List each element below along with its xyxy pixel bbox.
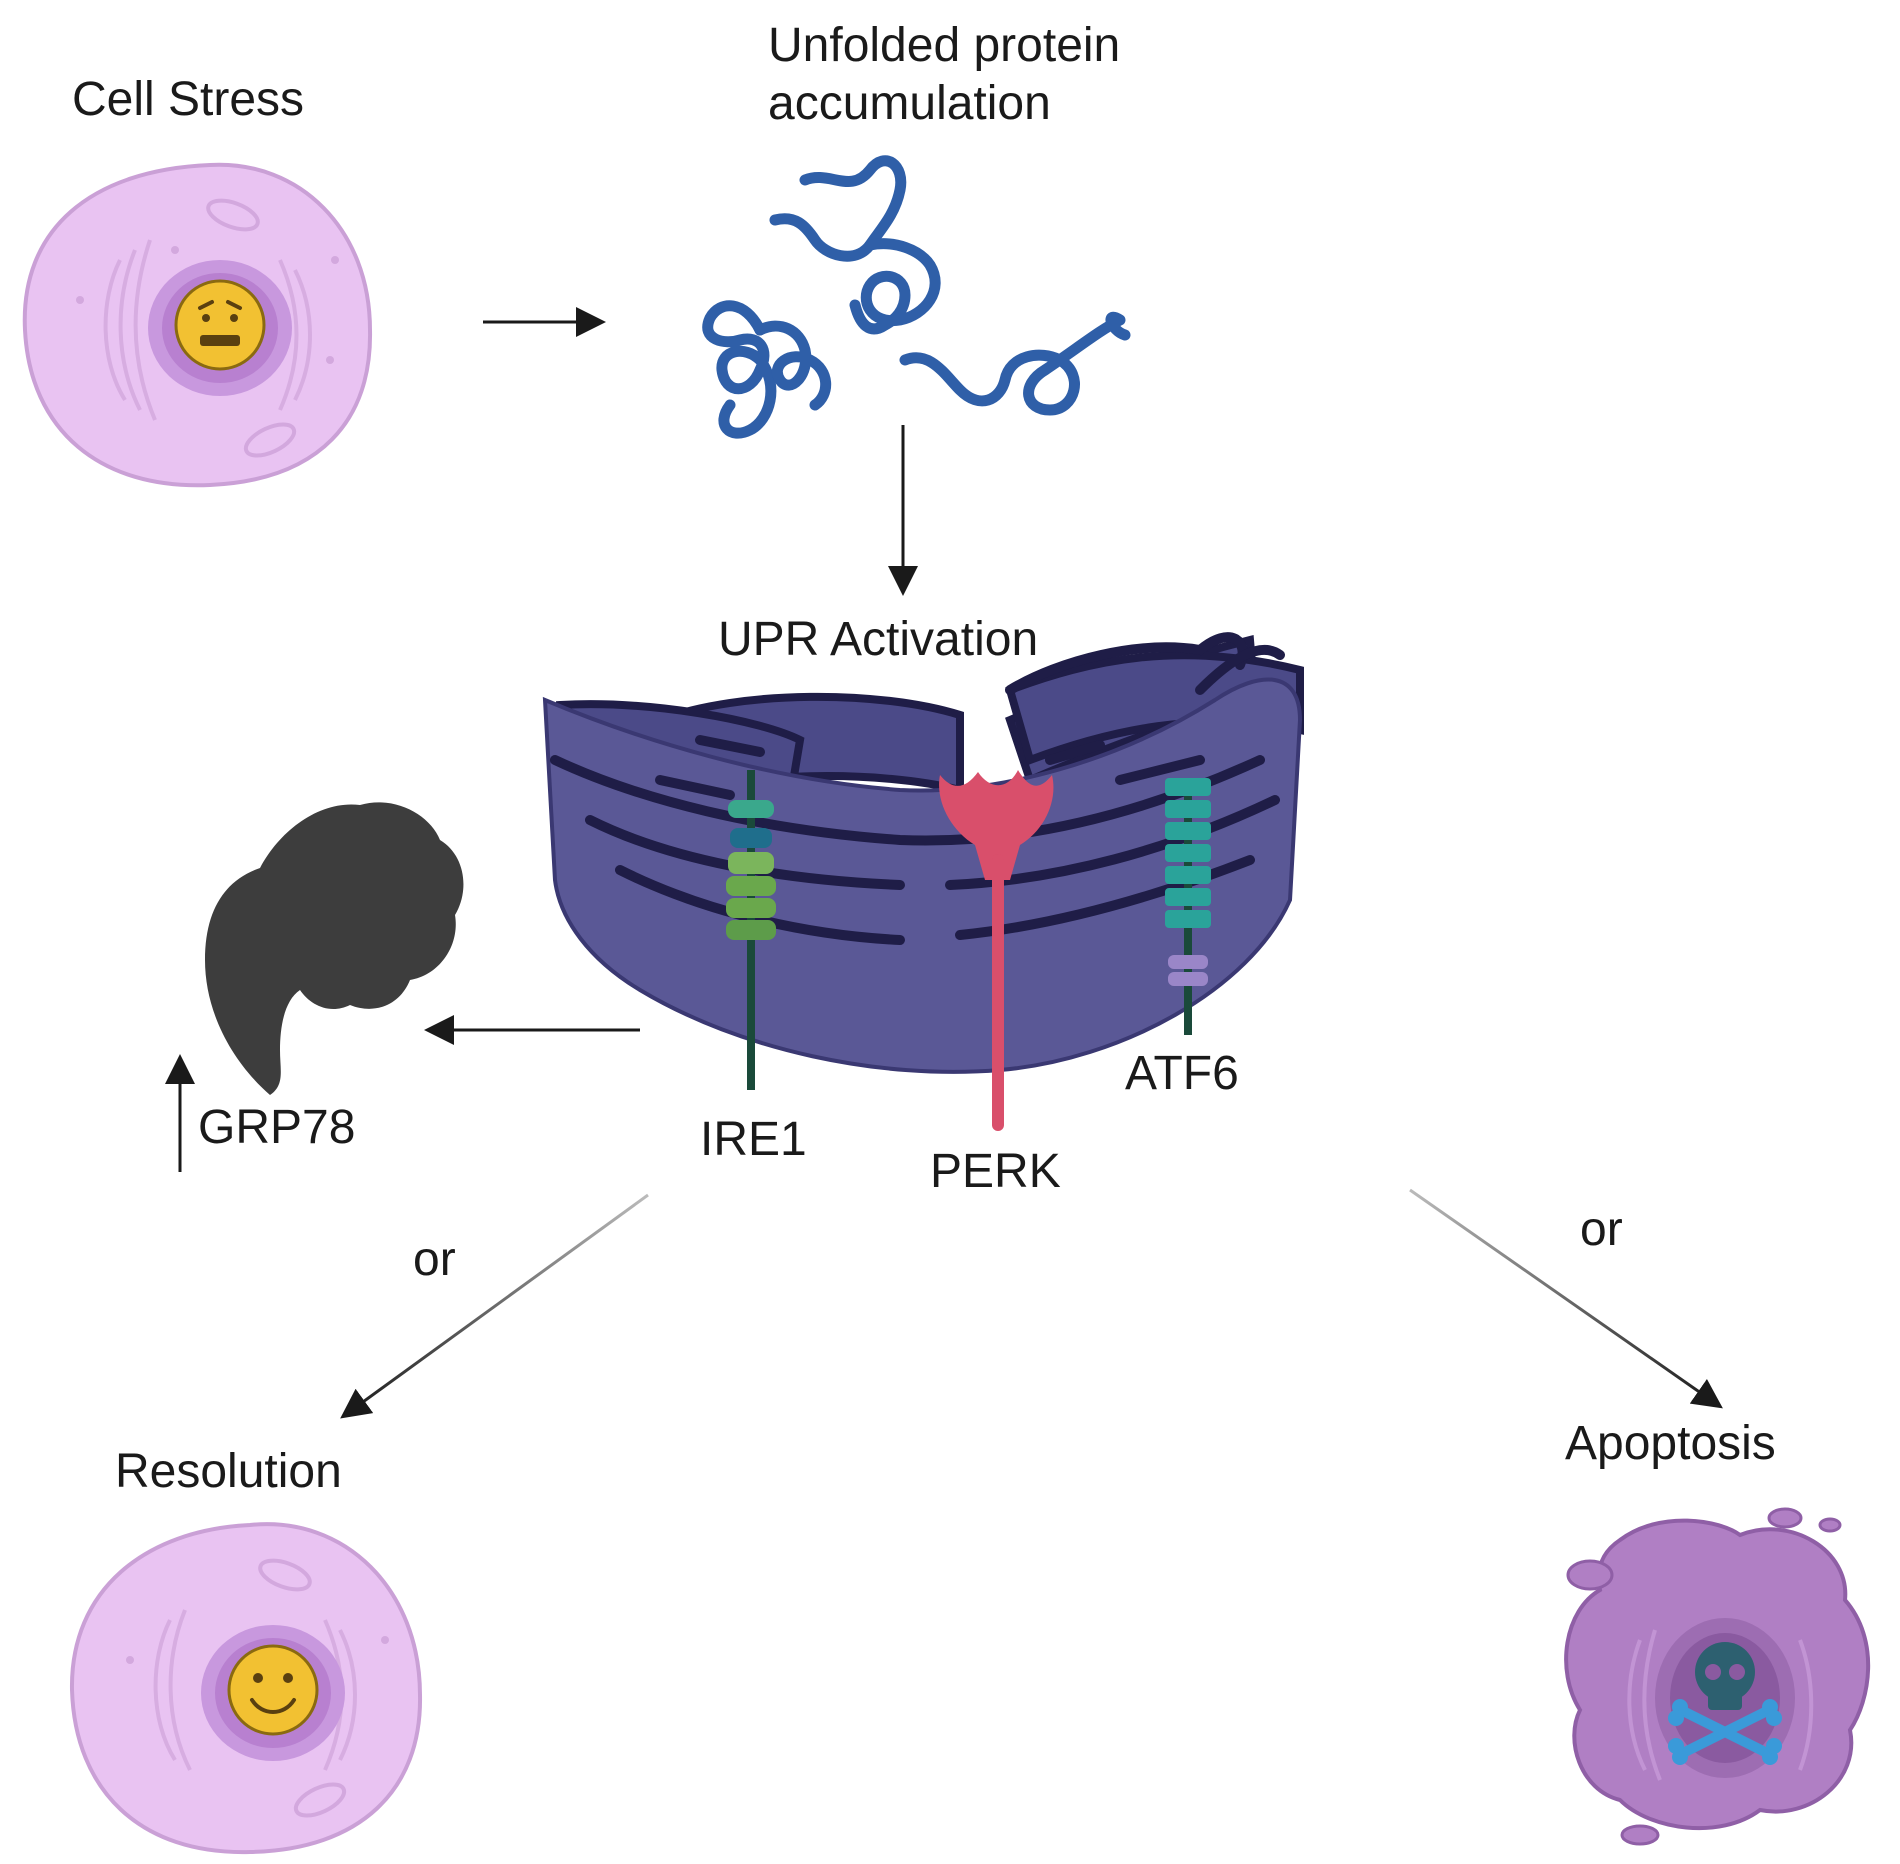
arrow-to-resolution [340, 1193, 649, 1419]
label-unfolded-protein-line2: accumulation [768, 77, 1051, 130]
unfolded-protein-icon [702, 155, 1131, 439]
label-atf6: ATF6 [1125, 1047, 1239, 1100]
arrow-to-apoptosis [1409, 1188, 1723, 1409]
perk-receptor-icon [939, 770, 1054, 1131]
grp78-chaperone-icon [205, 802, 464, 1095]
label-ire1: IRE1 [700, 1113, 807, 1166]
label-upr-activation: UPR Activation [718, 613, 1039, 666]
label-or-right: or [1580, 1203, 1623, 1256]
atf6-receptor-icon [1165, 778, 1211, 1035]
healthy-cell-icon [69, 1522, 423, 1855]
label-apoptosis: Apoptosis [1565, 1417, 1776, 1470]
label-perk: PERK [930, 1145, 1061, 1198]
label-resolution: Resolution [115, 1445, 342, 1498]
label-unfolded-protein-line1: Unfolded protein [768, 19, 1121, 72]
apoptotic-cell-icon [1564, 1507, 1871, 1846]
label-or-left: or [413, 1233, 456, 1286]
endoplasmic-reticulum-icon [542, 632, 1304, 1131]
label-cell-stress: Cell Stress [72, 73, 305, 126]
label-grp78: GRP78 [198, 1101, 356, 1154]
ire1-receptor-icon [726, 770, 776, 1090]
stressed-cell-icon [22, 162, 373, 488]
